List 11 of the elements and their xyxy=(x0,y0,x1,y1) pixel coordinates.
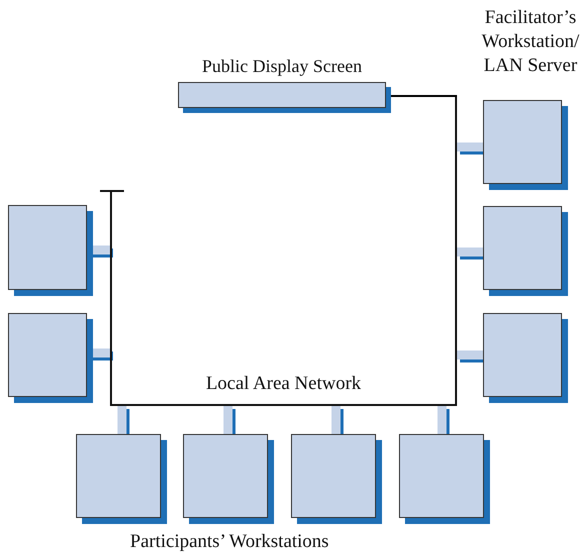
screen-label: Public Display Screen xyxy=(201,55,363,78)
network-connector xyxy=(118,406,126,434)
network-connector xyxy=(438,406,446,434)
network-connector xyxy=(457,142,483,152)
network-label: Local Area Network xyxy=(204,372,362,396)
network-connector xyxy=(457,248,483,256)
network-connector xyxy=(224,406,232,434)
workstation-label: Facilitator’s Workstation/ LAN Server xyxy=(480,6,580,78)
caption-label: Participants’ Workstations xyxy=(130,530,329,554)
network-connector xyxy=(457,350,483,360)
network-connector xyxy=(332,406,340,434)
